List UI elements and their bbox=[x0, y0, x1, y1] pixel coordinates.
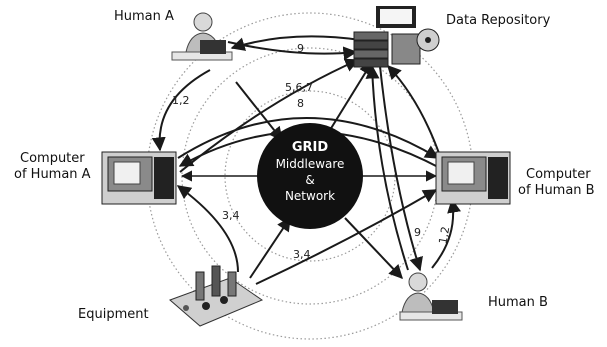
desktop-computer-icon bbox=[101, 151, 177, 205]
arrow-computerA-to-computerB-upper bbox=[177, 117, 440, 159]
edge-label-right-lower: 9 bbox=[414, 226, 421, 239]
connection-arrows bbox=[151, 35, 461, 285]
arrow-hub-to-humanB bbox=[344, 217, 403, 280]
arrow-repository-to-humanB bbox=[379, 65, 423, 272]
edge-label-left-lower: 3,4 bbox=[222, 209, 240, 222]
edge-label-bottom-center: 3,4 bbox=[293, 248, 311, 261]
edge-label-right-lower-2: 1,2 bbox=[436, 225, 452, 244]
arrow-equipment-to-computerA bbox=[176, 185, 239, 273]
arrow-humanA-to-computerA bbox=[151, 69, 211, 152]
arrow-hub-to-repository bbox=[329, 60, 373, 131]
hub-line-1: Middleware bbox=[276, 157, 345, 171]
label-human-b: Human B bbox=[488, 295, 548, 310]
label-computer-b-line1: Computer bbox=[526, 167, 591, 182]
grid-hub: GRID Middleware & Network bbox=[257, 123, 363, 229]
edge-label-upper-2: 8 bbox=[297, 97, 304, 110]
arrow-repository-to-humanA bbox=[230, 35, 361, 51]
edge-label-top: 9 bbox=[297, 42, 304, 55]
label-computer-a-line1: Computer bbox=[20, 151, 85, 166]
lab-equipment-icon bbox=[169, 265, 264, 327]
arrow-humanB-to-computerB bbox=[431, 198, 461, 269]
edge-label-left-top: 1,2 bbox=[172, 94, 190, 107]
arrow-humanB-to-repository bbox=[365, 64, 409, 271]
edge-label-upper-1: 5,6,7 bbox=[285, 81, 313, 94]
hub-circle bbox=[257, 123, 363, 229]
label-computer-a-line2: of Human A bbox=[14, 167, 91, 182]
person-at-laptop-icon bbox=[171, 12, 233, 61]
hub-line-2: & bbox=[305, 173, 314, 187]
label-computer-b-line2: of Human B bbox=[518, 183, 595, 198]
arrow-computerB-to-repository bbox=[387, 64, 441, 157]
desktop-computer-icon bbox=[435, 151, 511, 205]
arrow-computerA-to-repository bbox=[179, 58, 360, 173]
label-data-repository: Data Repository bbox=[446, 13, 551, 28]
hub-line-3: Network bbox=[285, 189, 335, 203]
server-stack-icon bbox=[353, 6, 440, 68]
label-human-a: Human A bbox=[114, 9, 174, 24]
person-at-laptop-icon bbox=[399, 272, 463, 321]
arrow-equipment-to-hub bbox=[249, 216, 291, 279]
arrow-equipment-to-computerB bbox=[255, 189, 438, 285]
arrow-humanA-to-hub bbox=[235, 81, 283, 142]
hub-title: GRID bbox=[292, 140, 329, 155]
label-equipment: Equipment bbox=[78, 307, 149, 322]
